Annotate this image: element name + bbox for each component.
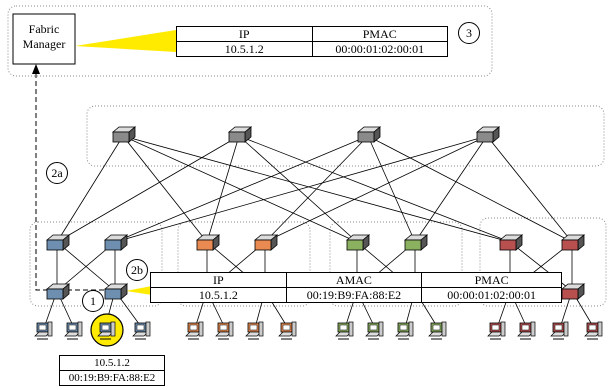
step-3-marker: 3	[458, 22, 480, 44]
host-14	[517, 321, 536, 340]
sw-cell-ip: 10.5.1.2	[150, 287, 287, 303]
fabric-manager-zone	[7, 5, 493, 77]
core-switch-2	[228, 126, 252, 143]
core-switch-3	[357, 126, 381, 143]
host-6	[215, 321, 234, 340]
host-5	[185, 321, 204, 340]
step-2a-marker: 2a	[46, 162, 68, 184]
fabric-manager-box	[12, 13, 76, 65]
path-2a-dashed	[35, 68, 112, 291]
step-2b-marker: 2b	[126, 259, 148, 281]
agg-switch-p3a	[346, 234, 370, 251]
core-switch-4	[476, 126, 500, 143]
host-info-table: 10.5.1.2 00:19:B9:FA:88:E2	[59, 355, 165, 386]
fm-callout-pointer	[75, 30, 176, 52]
sw-header-pmac: PMAC	[421, 272, 562, 288]
host-info-mac: 00:19:B9:FA:88:E2	[59, 370, 165, 386]
core-switch-1	[112, 126, 136, 143]
sw-cell-amac: 00:19:B9:FA:88:E2	[285, 287, 423, 303]
fabric-manager-label-line1: Fabric	[28, 22, 60, 36]
core-zone	[86, 105, 605, 167]
agg-switch-p3b	[404, 234, 428, 251]
step-1-marker: 1	[82, 290, 104, 312]
switch-ip-amac-pmac-table: IP AMAC PMAC 10.5.1.2 00:19:B9:FA:88:E2 …	[150, 272, 562, 303]
fm-header-ip: IP	[176, 26, 313, 42]
host-7	[245, 321, 264, 340]
host-4	[132, 321, 151, 340]
fabric-manager-label-line2: Manager	[22, 37, 66, 51]
core-links	[56, 135, 573, 243]
agg-switch-p4a	[499, 234, 523, 251]
host-11	[395, 321, 414, 340]
fm-header-pmac: PMAC	[311, 26, 448, 42]
sw-header-ip: IP	[150, 272, 287, 288]
host-2	[64, 321, 83, 340]
fabric-manager-label: Fabric Manager	[13, 22, 75, 52]
fm-cell-pmac: 00:00:01:02:00:01	[311, 41, 448, 57]
pod-zone-4	[479, 217, 607, 307]
agg-switch-p1a	[46, 234, 70, 251]
agg-switch-p2a	[196, 234, 220, 251]
host-16	[584, 321, 603, 340]
pod-zone-1	[29, 221, 163, 307]
agg-switch-p2b	[254, 234, 278, 251]
fm-ip-pmac-table: IP PMAC 10.5.1.2 00:00:01:02:00:01	[176, 26, 448, 57]
pod-zone-2	[177, 221, 311, 307]
host-info-ip: 10.5.1.2	[59, 355, 165, 371]
host-12	[428, 321, 447, 340]
host-10	[365, 321, 384, 340]
host-13	[487, 321, 506, 340]
edge-switch-p1a	[46, 283, 70, 300]
host-8	[278, 321, 297, 340]
sw-cell-pmac: 00:00:01:02:00:01	[421, 287, 562, 303]
edge-switch-p1b	[104, 283, 128, 300]
fm-cell-ip: 10.5.1.2	[176, 41, 313, 57]
host-1	[34, 321, 53, 340]
pod-zone-3	[329, 221, 463, 307]
path-2a-arrow	[32, 64, 40, 74]
sw-header-amac: AMAC	[285, 272, 423, 288]
host-9	[335, 321, 354, 340]
agg-switch-p4b	[561, 234, 585, 251]
edge-switch-p4b	[561, 283, 585, 300]
agg-switch-p1b	[104, 234, 128, 251]
host-15	[550, 321, 569, 340]
